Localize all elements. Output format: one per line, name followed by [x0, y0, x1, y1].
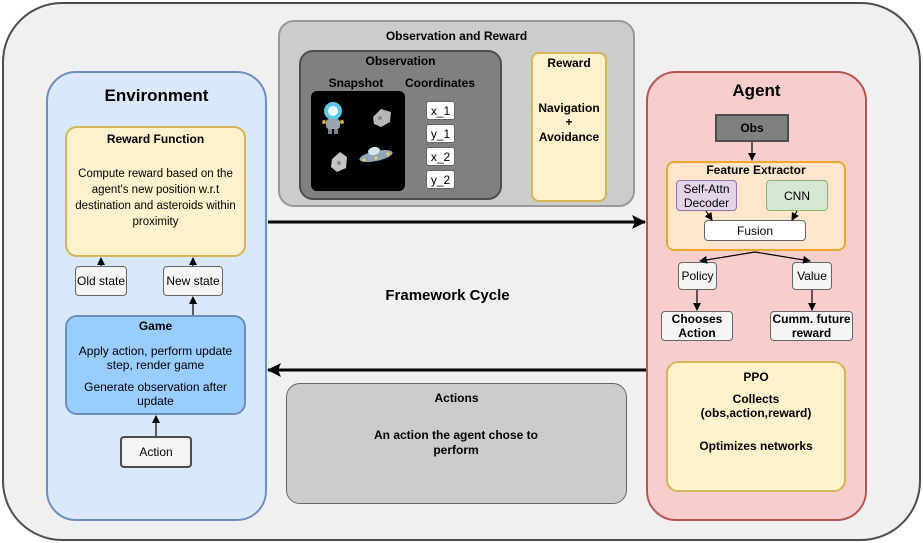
framework-cycle-label: Framework Cycle	[385, 286, 510, 304]
ppo-tuple: (obs,action,reward)	[700, 405, 812, 420]
observation-title: Observation	[365, 54, 436, 68]
reward-function-description: Compute reward based on the agent's new …	[75, 168, 236, 228]
ppo-title: PPO	[743, 370, 769, 384]
game-update-text: Apply action, perform update step, rende…	[78, 344, 233, 372]
ufo-icon	[359, 146, 393, 163]
reward-function-box	[65, 126, 246, 257]
robot-agent-icon	[322, 102, 344, 134]
coordinates-label: Coordinates	[404, 76, 475, 90]
reward-function-title: Reward Function	[106, 132, 205, 146]
coordinate-y2: y_2	[426, 170, 455, 189]
game-title: Game	[138, 319, 173, 333]
observation-reward-title: Observation and Reward	[385, 29, 528, 43]
actions-box	[286, 383, 627, 504]
cnn-box: CNN	[766, 180, 828, 211]
new-state-box: New state	[163, 266, 223, 296]
cnn-to-fusion-arrow	[791, 210, 799, 221]
actions-description: An action the agent chose to perform	[373, 428, 538, 457]
game-observation-text: Generate observation after update	[84, 380, 227, 408]
reward-avoidance: Avoidance	[538, 129, 600, 144]
value-box: Value	[792, 262, 832, 290]
game-box	[65, 315, 246, 415]
actions-title: Actions	[434, 391, 479, 405]
coordinate-x2: x_2	[426, 147, 455, 166]
reward-box	[531, 52, 607, 202]
snapshot-scene	[322, 102, 393, 172]
action-input-box: Action	[120, 436, 192, 468]
environment-title: Environment	[104, 86, 209, 105]
reward-title: Reward	[547, 56, 591, 70]
asteroid-icon	[373, 109, 391, 127]
selfattn-to-fusion-arrow	[704, 210, 713, 221]
reward-plus: +	[565, 114, 573, 129]
feature-extractor-title: Feature Extractor	[706, 163, 806, 177]
coordinate-x1: x_1	[426, 101, 455, 120]
agent-title: Agent	[732, 81, 781, 100]
coordinate-y1: y_1	[426, 124, 455, 143]
chooses-action-box: Chooses Action	[661, 311, 733, 341]
fusion-box: Fusion	[704, 220, 806, 241]
cumm-future-reward-box: Cumm. future reward	[770, 311, 853, 341]
game-snapshot-image	[311, 91, 405, 191]
old-state-box: Old state	[75, 266, 127, 296]
ppo-optimizes: Optimizes networks	[699, 438, 813, 453]
policy-box: Policy	[678, 262, 717, 290]
fusion-to-value-arrow	[754, 251, 811, 264]
obs-box: Obs	[715, 114, 789, 142]
self-attn-decoder-box: Self-Attn Decoder	[676, 180, 737, 211]
fusion-to-policy-arrow	[699, 251, 756, 264]
snapshot-label: Snapshot	[328, 76, 384, 90]
asteroid-icon	[331, 152, 347, 172]
ppo-collects: Collects	[732, 391, 780, 406]
ppo-box	[666, 361, 846, 492]
reward-navigation: Navigation	[538, 100, 600, 115]
